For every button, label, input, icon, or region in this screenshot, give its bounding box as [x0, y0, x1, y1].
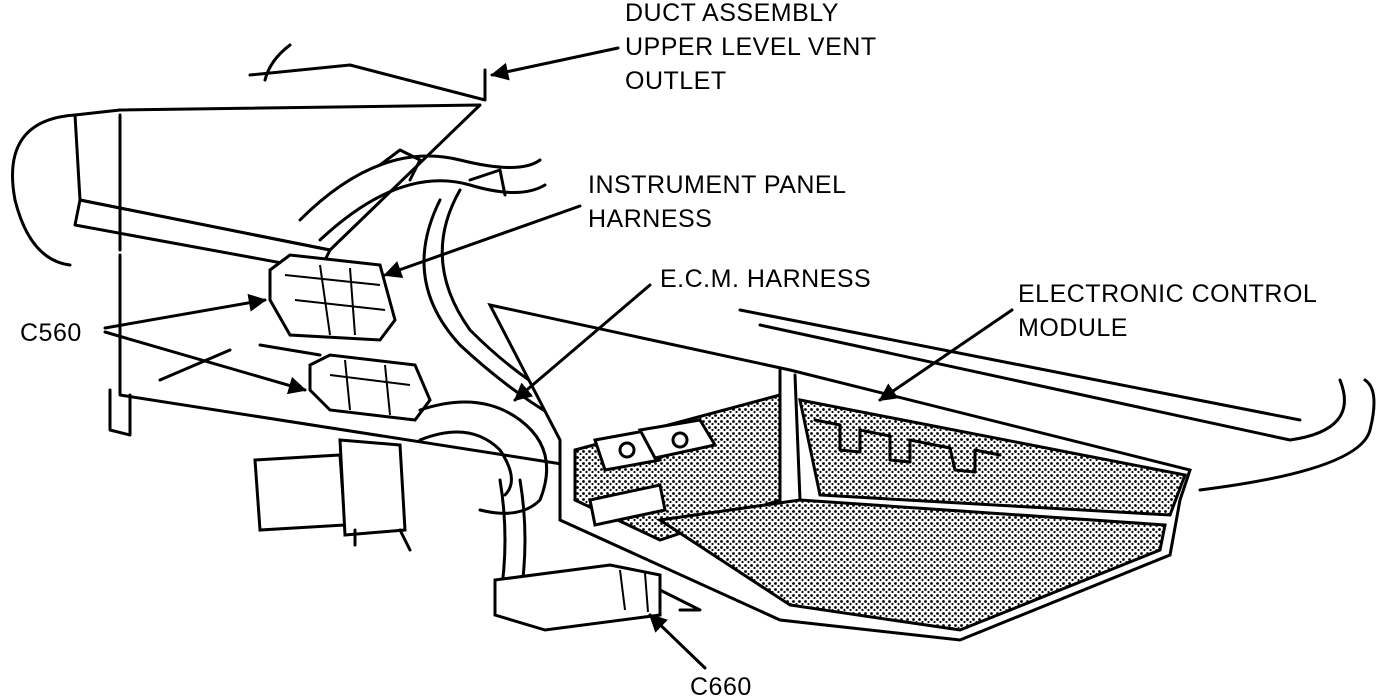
- label-line: UPPER LEVEL VENT: [625, 33, 877, 61]
- duct-assembly-label: DUCT ASSEMBLY UPPER LEVEL VENT OUTLET: [625, 0, 877, 98]
- label-line: ELECTRONIC CONTROL: [1018, 280, 1318, 308]
- c560-label: C560: [20, 319, 82, 347]
- c660-label: C660: [690, 673, 752, 700]
- instrument-panel-harness-label: INSTRUMENT PANEL HARNESS: [588, 168, 847, 236]
- c660-connector: [493, 563, 702, 632]
- ecm-harness-label: E.C.M. HARNESS: [660, 265, 872, 293]
- ecm-harness: [253, 400, 549, 602]
- label-line: OUTLET: [625, 67, 727, 95]
- electronic-control-module: [487, 302, 1376, 642]
- ecm-label: ELECTRONIC CONTROL MODULE: [1018, 277, 1317, 345]
- label-line: HARNESS: [588, 205, 713, 233]
- duct-assembly: [11, 43, 602, 472]
- leader-arrows: [103, 46, 1014, 670]
- label-line: DUCT ASSEMBLY: [625, 0, 839, 27]
- c560-connectors: [158, 253, 432, 422]
- label-line: INSTRUMENT PANEL: [588, 171, 847, 199]
- label-line: MODULE: [1018, 314, 1128, 342]
